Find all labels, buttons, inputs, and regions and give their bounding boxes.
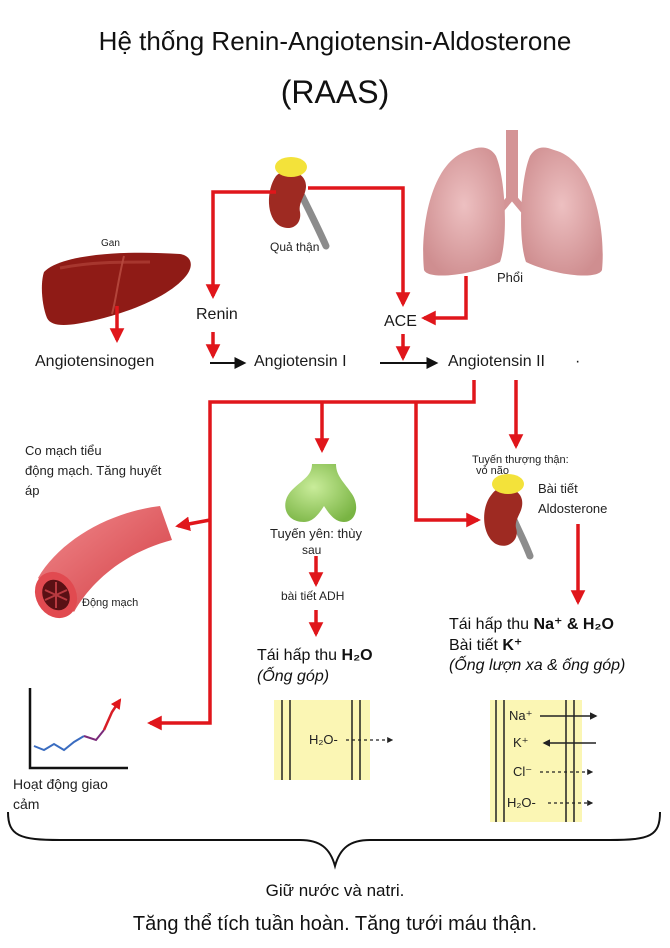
tubule-right-label-1: Na⁺ (509, 708, 533, 723)
page-subtitle: (RAAS) (280, 74, 390, 110)
sympathetic-line-2: cảm (13, 796, 40, 812)
kidney-image (268, 157, 330, 250)
label-liver: Gan (101, 238, 120, 249)
tubule-right-label-4: H₂O- (507, 795, 536, 810)
label-pituitary-sub: sau (302, 543, 322, 557)
pituitary-image (285, 464, 357, 522)
water-site: (Ống góp) (257, 668, 330, 685)
lung-image (423, 130, 603, 276)
bottom-brace (7, 811, 661, 870)
node-angiotensinogen: Angiotensinogen (35, 353, 155, 370)
tubule-right-label-2: K⁺ (513, 735, 529, 750)
label-adh: bài tiết ADH (281, 589, 345, 603)
footer-line-2: Tăng thể tích tuần hoàn. Tăng tưới máu t… (132, 913, 538, 935)
label-pituitary: Tuyến yên: thùy (270, 526, 363, 541)
k-secretion: Bài tiết K⁺ (449, 635, 522, 655)
tubule-left-label: H₂O- (309, 732, 338, 747)
na-bold: Na⁺ & H₂O (533, 616, 614, 633)
k-pre: Bài tiết (449, 637, 498, 654)
liver-image (41, 252, 191, 325)
label-lung: Phổi (497, 270, 524, 285)
sympathetic-graph (28, 688, 128, 770)
red-arrows (109, 186, 586, 731)
tubule-right-label-3: Cl⁻ (513, 764, 533, 779)
water-bold: H₂O (341, 647, 373, 664)
water-pre: Tái hấp thu (257, 647, 338, 664)
sympathetic-line-1: Hoạt động giao (13, 776, 108, 792)
water-reabsorption: Tái hấp thu H₂O (257, 647, 373, 665)
vaso-line-3: áp (25, 483, 40, 498)
node-dot: · (575, 353, 581, 370)
na-reabsorption: Tái hấp thu Na⁺ & H₂O (449, 614, 614, 634)
adrenal-kidney-image (484, 474, 534, 560)
na-pre: Tái hấp thu (449, 616, 530, 633)
artery-image (34, 506, 172, 619)
aldo-line-2: Aldosterone (538, 501, 608, 516)
node-angiotensin-1: Angiotensin I (254, 353, 347, 370)
aldo-line-1: Bài tiết (538, 481, 578, 496)
node-angiotensin-2: Angiotensin II (448, 353, 545, 370)
label-adrenal: Tuyến thượng thận: (472, 454, 569, 466)
footer-line-1: Giữ nước và natri. (265, 881, 405, 900)
k-bold: K⁺ (502, 637, 523, 654)
node-ace: ACE (384, 313, 417, 330)
label-kidney: Quả thận (270, 240, 320, 254)
vaso-line-1: Co mạch tiểu (25, 443, 102, 458)
label-artery: Động mạch (82, 597, 139, 609)
node-renin: Renin (196, 306, 238, 323)
label-adrenal-sub: vỏ não (476, 465, 510, 477)
tubule-right (490, 700, 598, 822)
vaso-line-2: động mạch. Tăng huyết (25, 463, 162, 478)
tubule-left (274, 700, 394, 780)
page-title: Hệ thống Renin-Angiotensin-Aldosterone (98, 26, 572, 56)
na-site: (Ống lượn xa & ống góp) (449, 657, 626, 674)
